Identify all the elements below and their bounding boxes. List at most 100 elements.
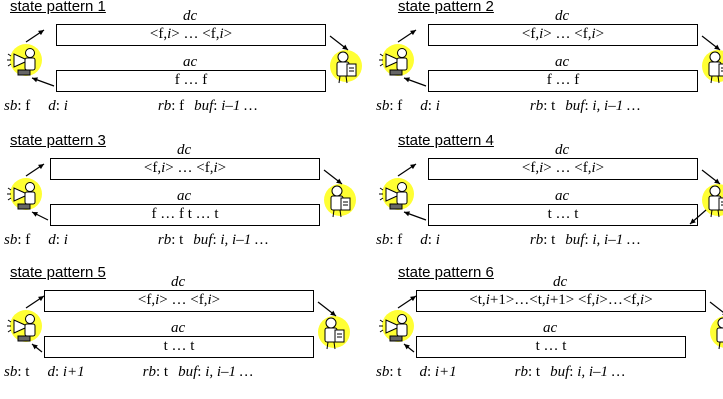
dc-to-receiver-arrow <box>329 35 349 51</box>
status-key-buf: buf <box>178 364 198 380</box>
status-value-buf: i, i–1 … <box>592 98 641 114</box>
status-key-rb: rb <box>514 364 528 380</box>
ack-channel-box: f … f <box>56 70 326 92</box>
reading-person-icon <box>702 50 723 84</box>
status-key-d: d <box>420 98 428 114</box>
megaphone-person-icon <box>7 178 42 210</box>
status-key-sb: sb <box>4 98 18 114</box>
status-value-sb: t <box>397 364 402 380</box>
megaphone-person-icon <box>379 178 414 210</box>
status-value-sb: f <box>25 98 31 114</box>
ack-channel-box: f … f <box>428 70 698 92</box>
status-key-rb: rb <box>529 98 544 114</box>
megaphone-person-icon <box>7 44 42 76</box>
status-key-rb: rb <box>529 232 544 248</box>
status-key-buf: buf <box>194 98 214 114</box>
status-key-rb: rb <box>142 364 156 380</box>
sender-to-dc-arrow <box>397 295 417 309</box>
megaphone-person-icon <box>379 44 414 76</box>
status-value-d: i <box>63 98 68 114</box>
reading-person-icon <box>318 316 350 350</box>
panel-title: state pattern 6 <box>398 264 494 281</box>
status-key-sb: sb <box>376 364 390 380</box>
status-value-d: i <box>435 98 440 114</box>
ac-to-sender-arrow <box>31 343 43 353</box>
status-key-sb: sb <box>376 98 390 114</box>
status-value-buf: i–1 … <box>221 98 258 114</box>
status-key-sb: sb <box>376 232 390 248</box>
panel-title: state pattern 1 <box>10 0 106 15</box>
status-value-d: i+1 <box>434 364 457 380</box>
ac-to-sender-arrow <box>31 211 49 221</box>
ac-channel-label: ac <box>555 54 570 70</box>
status-value-rb: f <box>179 98 185 114</box>
sender-to-dc-arrow <box>25 163 45 177</box>
sender-to-dc-arrow <box>25 29 45 43</box>
dc-channel-label: dc <box>555 142 570 158</box>
reading-person-icon <box>702 184 723 218</box>
reading-person-icon <box>330 50 362 84</box>
status-value-rb: t <box>179 232 184 248</box>
status-value-buf: i, i–1 … <box>592 232 641 248</box>
megaphone-person-icon <box>7 310 42 342</box>
sender-to-dc-arrow <box>397 29 417 43</box>
status-value-buf: i, i–1 … <box>220 232 269 248</box>
status-value-sb: f <box>397 98 403 114</box>
ac-to-sender-arrow <box>31 77 55 87</box>
panel-title: state pattern 4 <box>398 132 494 149</box>
ack-channel-box: f … f t … t <box>50 204 320 226</box>
data-channel-box: <f,i> … <f,i> <box>56 24 326 46</box>
dc-channel-label: dc <box>555 8 570 24</box>
dc-to-receiver-arrow <box>317 301 337 317</box>
dc-to-receiver-arrow <box>323 169 343 185</box>
data-channel-box: <f,i> … <f,i> <box>50 158 320 180</box>
status-value-sb: t <box>25 364 30 380</box>
ac-channel-label: ac <box>543 320 558 336</box>
status-key-sb: sb <box>4 232 18 248</box>
sender-to-dc-arrow <box>25 295 45 309</box>
megaphone-person-icon <box>379 310 414 342</box>
ac-to-sender-arrow <box>403 343 415 353</box>
status-key-d: d <box>48 232 56 248</box>
dc-channel-label: dc <box>171 274 186 290</box>
ack-channel-box: t … t <box>428 204 698 226</box>
status-key-d: d <box>48 98 56 114</box>
panel-title: state pattern 2 <box>398 0 494 15</box>
status-key-d: d <box>419 364 427 380</box>
status-value-rb: t <box>535 364 541 380</box>
status-value-rb: t <box>551 232 556 248</box>
reading-person-icon <box>324 184 356 218</box>
status-value-d: i+1 <box>62 364 85 380</box>
status-value-d: i <box>435 232 440 248</box>
ac-channel-label: ac <box>171 320 186 336</box>
status-key-d: d <box>420 232 428 248</box>
receiver-to-ac-arrow <box>689 209 707 225</box>
status-value-d: i <box>63 232 68 248</box>
ack-channel-box: t … t <box>44 336 314 358</box>
status-key-rb: rb <box>157 98 172 114</box>
dc-channel-label: dc <box>177 142 192 158</box>
ac-channel-label: ac <box>183 54 198 70</box>
dc-channel-label: dc <box>553 274 568 290</box>
status-value-buf: i, i–1 … <box>577 364 626 380</box>
data-channel-box: <t,i+1>…<t,i+1> <f,i>…<f,i> <box>416 290 706 312</box>
ac-channel-label: ac <box>177 188 192 204</box>
sender-to-dc-arrow <box>397 163 417 177</box>
status-key-buf: buf <box>565 98 585 114</box>
dc-to-receiver-arrow <box>701 35 721 51</box>
status-value-rb: t <box>551 98 556 114</box>
dc-to-receiver-arrow <box>701 169 721 185</box>
status-key-buf: buf <box>550 364 570 380</box>
